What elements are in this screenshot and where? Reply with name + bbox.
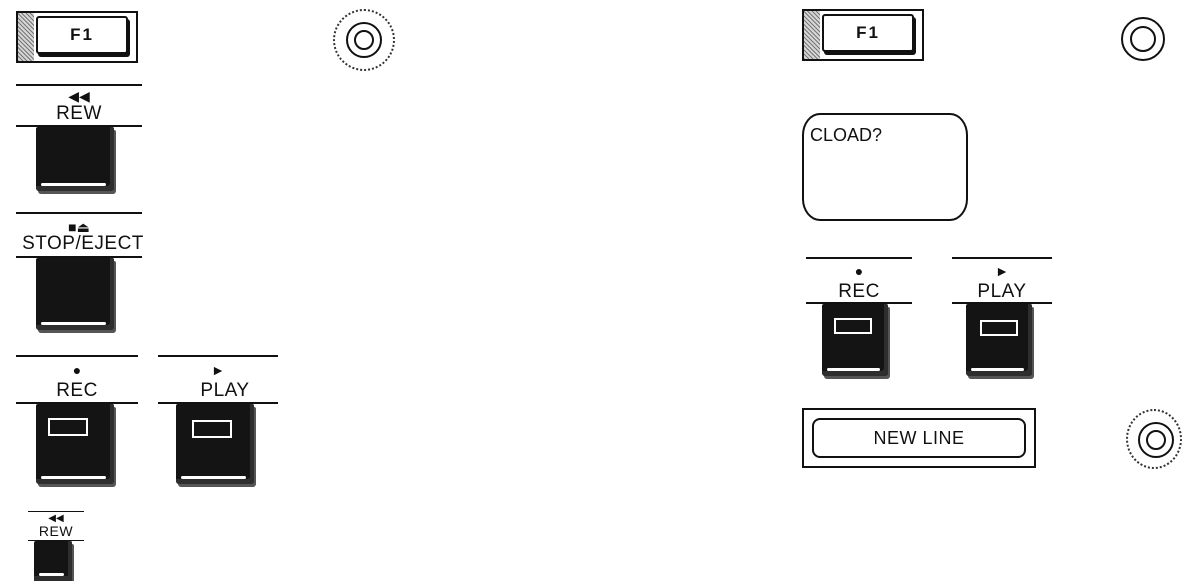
light-rays-icon [1126, 409, 1182, 469]
f1-key-label: F1 [822, 14, 914, 52]
rec-label: REC [838, 281, 880, 302]
new-line-key[interactable]: NEW LINE [802, 408, 1036, 468]
rewind-small-icon: ◀◀ [48, 513, 64, 524]
stop-eject-label: STOP/EJECT [22, 233, 144, 254]
f1-key-label: F1 [36, 16, 128, 54]
screen-prompt: CLOAD? [810, 125, 883, 145]
stop-eject-icon: ■⏏ [68, 219, 90, 235]
rew-label: REW [56, 103, 102, 124]
rew-key-cap[interactable] [36, 127, 114, 191]
rec-key-cap[interactable] [36, 404, 114, 484]
blinking-lamp-icon [346, 22, 382, 58]
tv-screen: CLOAD? [802, 113, 968, 221]
record-icon: ● [72, 362, 82, 378]
blinking-lamp-icon [1138, 422, 1174, 458]
play-key-cap[interactable] [966, 304, 1032, 376]
play-icon: ► [995, 263, 1009, 279]
rew-small-key-cap[interactable] [34, 541, 72, 581]
rec-key-cap[interactable] [822, 304, 888, 376]
light-rays-icon [333, 9, 395, 71]
f1-key-right[interactable]: F1 [802, 9, 924, 61]
new-line-label: NEW LINE [812, 418, 1026, 458]
play-label: PLAY [977, 281, 1027, 302]
play-key-cap[interactable] [176, 404, 254, 484]
lamp-icon [1121, 17, 1165, 61]
stop-eject-key-cap[interactable] [36, 258, 114, 330]
record-icon: ● [854, 263, 864, 279]
rew-small-label: REW [38, 523, 74, 539]
play-label: PLAY [200, 380, 250, 401]
f1-key-left[interactable]: F1 [16, 11, 138, 63]
play-icon: ► [211, 362, 225, 378]
rec-label: REC [56, 380, 98, 401]
rewind-icon: ◀◀ [68, 88, 90, 104]
